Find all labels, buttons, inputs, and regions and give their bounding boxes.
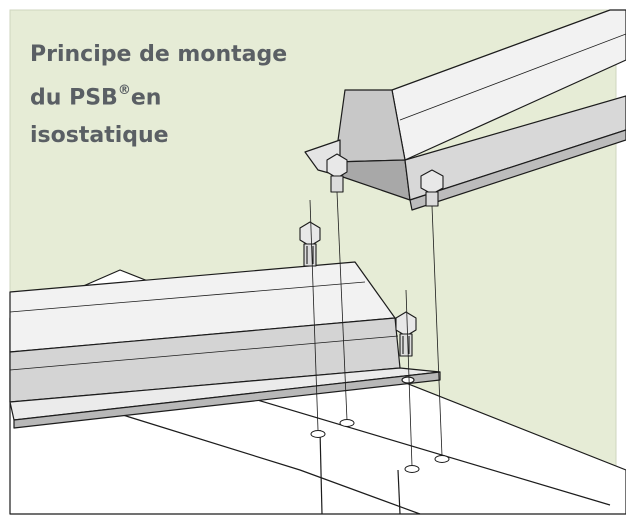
title-line-3: isostatique [30, 123, 169, 149]
upper-rail-flange-right [404, 95, 626, 201]
flange-hole-1 [401, 376, 415, 384]
hole-3 [404, 465, 420, 473]
bolt-3 [420, 169, 444, 207]
diagram-title: Principe de montage du PSB®en isostatiqu… [30, 36, 290, 155]
upper-rail-web [334, 89, 406, 163]
support-line-2 [397, 469, 401, 515]
support-line-1 [319, 429, 323, 515]
title-line-2-prefix: du PSB [30, 85, 118, 111]
hole-2 [339, 419, 355, 427]
hole-1 [310, 430, 326, 438]
title-line-2-suffix: en [130, 85, 162, 111]
upper-rail-bottom [409, 129, 626, 211]
bolt-4 [395, 311, 417, 357]
registered-mark: ® [117, 83, 131, 98]
title-line-1: Principe de montage [30, 42, 288, 67]
bolt-1 [299, 221, 321, 267]
lower-rail-bottom [13, 371, 441, 429]
title-line-2: du PSB®en [30, 74, 290, 117]
alignment-lines [309, 191, 443, 467]
upper-rail [304, 9, 626, 211]
bolt-group [299, 153, 444, 357]
floor-holes [310, 419, 450, 473]
hole-4 [434, 455, 450, 463]
bolt-2 [326, 153, 348, 193]
lower-rail [9, 261, 441, 429]
